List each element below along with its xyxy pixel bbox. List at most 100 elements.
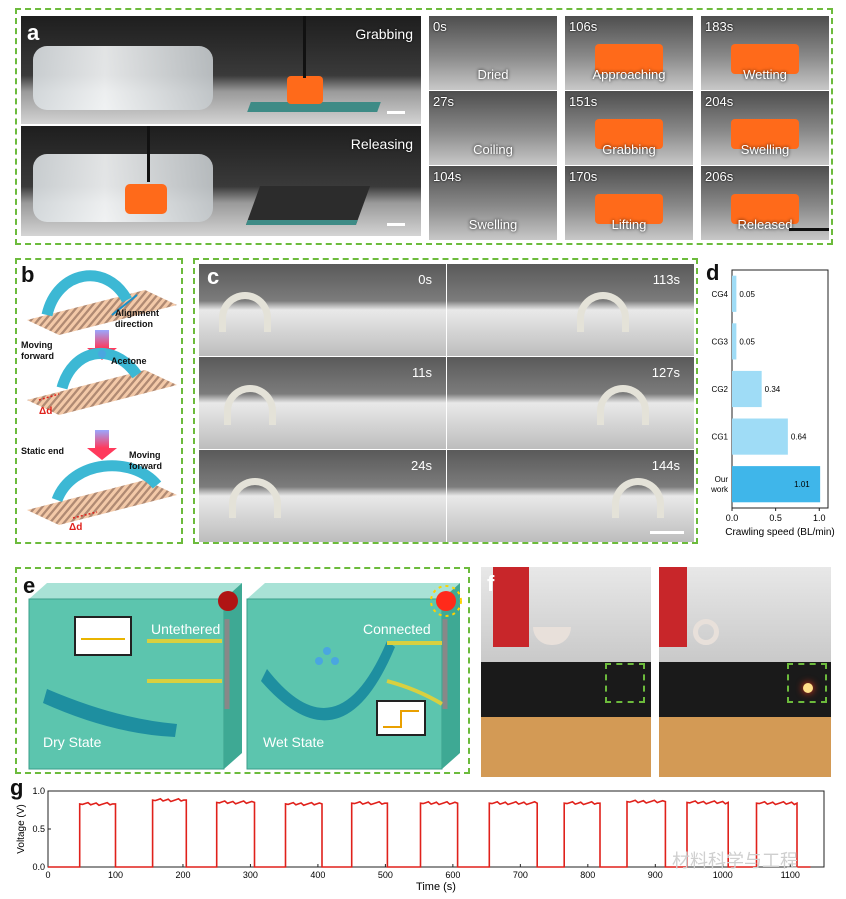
panel-label-b: b <box>21 262 35 287</box>
delta-d-text: Δd <box>39 406 53 417</box>
value-label: 0.05 <box>739 337 755 346</box>
time-label: 170s <box>569 169 598 184</box>
step-caption: Wetting <box>743 67 787 82</box>
scale-bar <box>387 223 405 226</box>
x-axis-label: Time (s) <box>416 881 456 893</box>
orange-object <box>595 44 663 74</box>
dry-box-top <box>29 583 242 599</box>
water-drop-icon <box>331 657 339 665</box>
value-label: 0.05 <box>739 290 755 299</box>
arched-film <box>229 478 281 518</box>
time-label: 151s <box>569 94 598 109</box>
water-drop-icon <box>315 657 323 665</box>
crawl-frame: 127s <box>447 357 694 449</box>
step-caption: Grabbing <box>602 142 656 157</box>
down-arrow <box>95 330 109 348</box>
photo-upper <box>659 567 831 662</box>
crawl-frame: 11s <box>199 357 446 449</box>
film <box>533 627 571 645</box>
delta-marker <box>72 511 98 519</box>
beaker <box>33 46 213 110</box>
untethered-label: Untethered <box>151 621 221 637</box>
panel-label-d: d <box>706 260 720 285</box>
time-label: 183s <box>705 19 734 34</box>
x-tick-label: 0.0 <box>726 513 739 523</box>
step-caption: Approaching <box>592 67 666 82</box>
bar <box>732 418 788 455</box>
alignment-text: Alignment direction <box>115 308 159 329</box>
wood-block <box>659 717 831 777</box>
time-label: 0s <box>418 272 432 287</box>
panel-e: e Dry State Wet State Untethered Connect… <box>15 567 470 774</box>
clamp <box>493 567 529 647</box>
arched-film <box>56 347 142 390</box>
delta-marker <box>38 393 60 401</box>
grooved-substrate <box>27 370 177 415</box>
category-label: CG2 <box>712 385 729 394</box>
led-glow <box>430 585 462 617</box>
x-axis-label: Crawling speed (BL/min) <box>725 527 835 538</box>
arched-film <box>224 385 276 425</box>
step-caption: Coiling <box>473 142 513 157</box>
panel-label-a: a <box>27 20 40 45</box>
time-label: 144s <box>651 458 680 473</box>
label-grabbing: Grabbing <box>355 26 413 42</box>
arched-film <box>612 478 664 518</box>
dry-state-label: Dry State <box>43 734 102 750</box>
label-releasing: Releasing <box>350 136 413 152</box>
x-tick-label: 600 <box>445 870 460 880</box>
arched-film <box>577 292 629 332</box>
time-label: 127s <box>651 365 680 380</box>
scale-bar <box>650 531 684 534</box>
bar <box>732 370 762 408</box>
x-tick-label: 900 <box>648 870 663 880</box>
time-label: 106s <box>569 19 598 34</box>
x-tick-label: 1100 <box>781 870 800 880</box>
step-caption: Dried <box>477 67 509 82</box>
watermark: 材料科学与工程 <box>672 851 798 871</box>
wet-box-top <box>247 583 460 599</box>
wood-block <box>481 717 651 777</box>
time-label: 24s <box>411 458 432 473</box>
y-axis-label: Voltage (V) <box>16 804 27 853</box>
photo-releasing: Releasing <box>21 126 421 236</box>
x-tick-label: 1.0 <box>813 513 826 523</box>
photo-wet-gripper <box>659 567 831 777</box>
orange-object <box>731 119 799 149</box>
wet-film <box>261 641 395 721</box>
dry-box <box>28 598 225 770</box>
crawling-schematic <box>27 270 177 525</box>
panel-b: b Alignment direction Moving <box>15 258 183 544</box>
time-label: 204s <box>705 94 734 109</box>
orange-object <box>731 194 799 224</box>
glass-slide <box>245 186 371 225</box>
acetone-text: Acetone <box>111 356 147 366</box>
monitor-signal-step <box>383 710 419 728</box>
delta-d-text-2: Δd <box>69 522 83 533</box>
value-label: 0.64 <box>791 433 807 442</box>
x-tick-label: 400 <box>310 870 325 880</box>
orange-object <box>595 119 663 149</box>
panel-label-e: e <box>23 573 36 598</box>
panel-f: f <box>481 567 831 777</box>
x-tick-label: 700 <box>513 870 528 880</box>
x-tick-label: 0.5 <box>769 513 782 523</box>
time-label: 0s <box>433 19 447 34</box>
grooved-substrate <box>27 480 177 525</box>
led-off-icon <box>218 591 238 611</box>
clamp <box>659 567 687 647</box>
dry-film <box>43 689 177 737</box>
scale-bar <box>387 111 405 114</box>
